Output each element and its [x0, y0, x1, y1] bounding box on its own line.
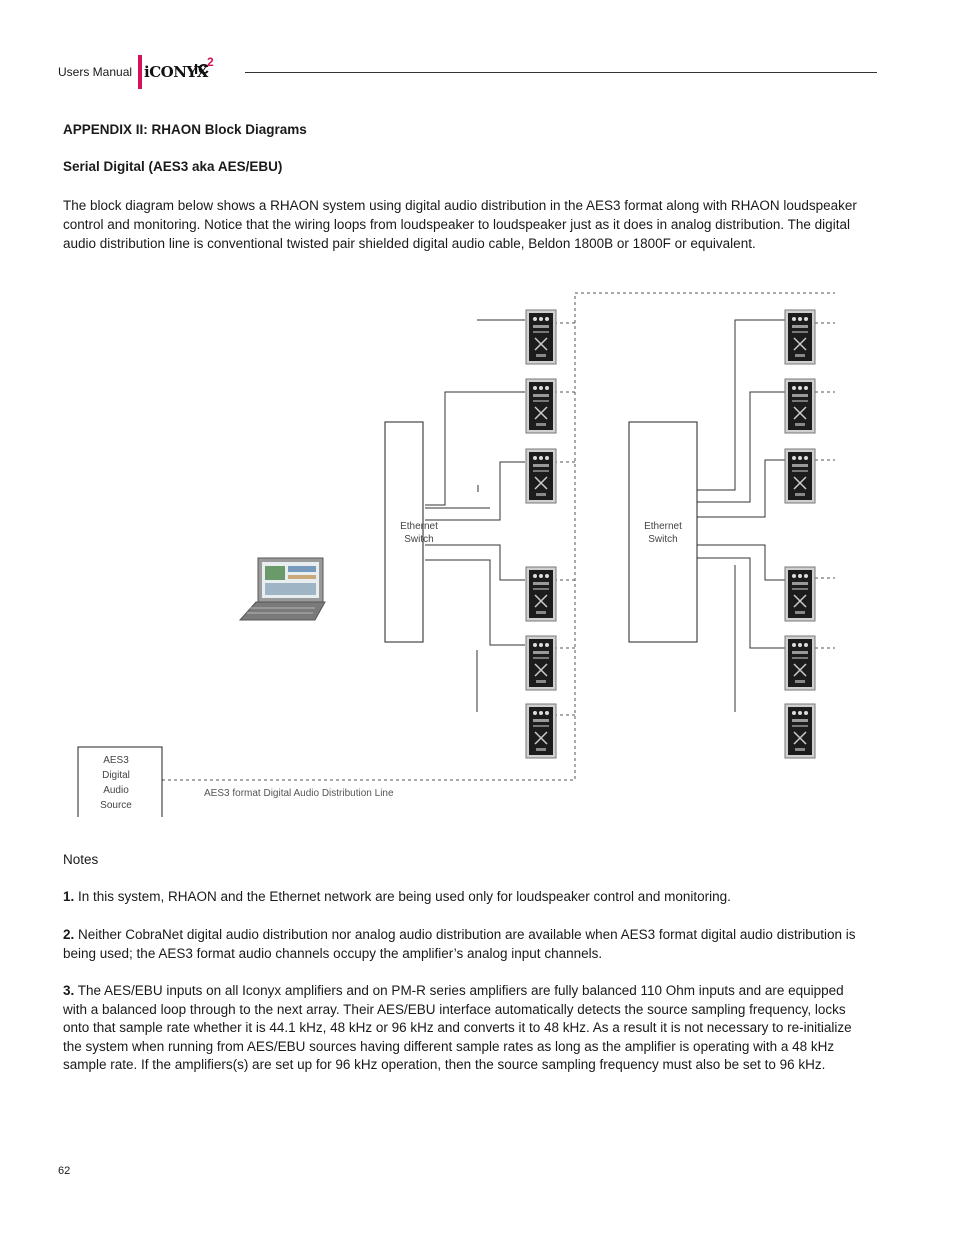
amplifier-icon	[784, 448, 816, 504]
amplifier-icon	[784, 566, 816, 622]
header-label: Users Manual	[58, 65, 133, 79]
rhaon-block-diagram: Ethernet Switch Ethernet Switch AES3 Dig…	[77, 292, 835, 817]
subsection-title: Serial Digital (AES3 aka AES/EBU)	[63, 159, 283, 174]
note-1: 1. In this system, RHAON and the Etherne…	[63, 888, 863, 907]
aes3-source-box	[77, 746, 163, 817]
notes-title: Notes	[63, 852, 99, 867]
note-number: 2.	[63, 927, 75, 942]
source-label-2: Digital	[102, 770, 130, 781]
switch-right-label-1: Ethernet	[644, 521, 682, 532]
source-label-1: AES3	[103, 755, 129, 766]
source-label-4: Source	[100, 800, 132, 811]
aes3-distribution-line	[162, 292, 835, 781]
left-ethernet-wiring	[425, 319, 525, 712]
amplifier-icon	[525, 378, 557, 434]
page-number: 62	[58, 1165, 71, 1177]
ethernet-switch-right	[628, 421, 698, 643]
amplifier-icon	[525, 448, 557, 504]
amplifier-icon	[525, 566, 557, 622]
note-text: In this system, RHAON and the Ethernet n…	[74, 889, 731, 904]
note-number: 1.	[63, 889, 75, 904]
distribution-line-label: AES3 format Digital Audio Distribution L…	[204, 788, 394, 799]
amplifier-icon	[525, 703, 557, 759]
switch-left-label-1: Ethernet	[400, 521, 438, 532]
note-2: 2. Neither CobraNet digital audio distri…	[63, 926, 863, 963]
header-rule	[245, 72, 877, 73]
note-number: 3.	[63, 983, 75, 998]
switch-left-label-2: Switch	[404, 534, 433, 545]
logo-superscript: 2	[207, 55, 214, 69]
right-ethernet-wiring	[697, 319, 785, 712]
amplifier-icon	[525, 309, 557, 365]
section-title: APPENDIX II: RHAON Block Diagrams	[63, 122, 307, 137]
note-text: The AES/EBU inputs on all Iconyx amplifi…	[63, 983, 852, 1072]
amplifier-icon	[784, 309, 816, 365]
logo-accent-bar	[138, 55, 142, 89]
intro-paragraph: The block diagram below shows a RHAON sy…	[63, 198, 857, 251]
amplifier-icon	[784, 378, 816, 434]
ethernet-switch-left	[384, 421, 424, 643]
note-text: Neither CobraNet digital audio distribut…	[63, 927, 856, 961]
amplifier-icon	[525, 635, 557, 691]
laptop-icon	[238, 557, 326, 621]
amplifier-icon	[784, 635, 816, 691]
amplifier-icon	[784, 703, 816, 759]
switch-right-label-2: Switch	[648, 534, 677, 545]
iconyx-logo: iCONYX IC 2	[138, 55, 218, 89]
note-3: 3. The AES/EBU inputs on all Iconyx ampl…	[63, 982, 863, 1075]
logo-word: iCONYX	[144, 63, 208, 81]
logo-ic: IC	[194, 61, 209, 78]
source-label-3: Audio	[103, 785, 129, 796]
